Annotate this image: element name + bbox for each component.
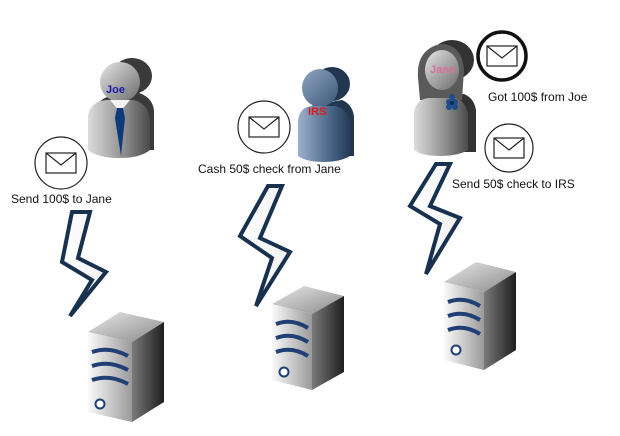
message-send-to-jane: Send 100$ to Jane [11, 192, 112, 206]
server-tower-icon-left [88, 312, 164, 422]
tie-icon [115, 108, 125, 156]
person-name-irs: IRS [308, 106, 327, 118]
irs-person-icon [298, 67, 354, 162]
message-got-from-joe: Got 100$ from Joe [488, 90, 588, 104]
joe-person-icon [88, 58, 154, 158]
lightning-bolt-icon-right [407, 162, 463, 276]
lightning-bolt-icon-middle [237, 184, 293, 308]
jane-person-icon [414, 40, 476, 156]
envelope-icon-send-to-irs [484, 123, 534, 173]
person-name-jane: Jane [430, 64, 456, 76]
server-tower-icon-middle [272, 286, 344, 390]
envelope-icon-send-to-jane [34, 136, 88, 190]
envelope-icon-cash-check [237, 100, 291, 154]
lightning-bolt-icon-left [59, 210, 110, 318]
envelope-icon-got-from-joe [476, 30, 528, 82]
flower-brooch-icon [446, 94, 458, 110]
message-cash-check: Cash 50$ check from Jane [198, 162, 341, 176]
person-name-joe: Joe [106, 84, 125, 96]
server-tower-icon-right [444, 262, 516, 370]
message-send-to-irs: Send 50$ check to IRS [452, 177, 575, 191]
